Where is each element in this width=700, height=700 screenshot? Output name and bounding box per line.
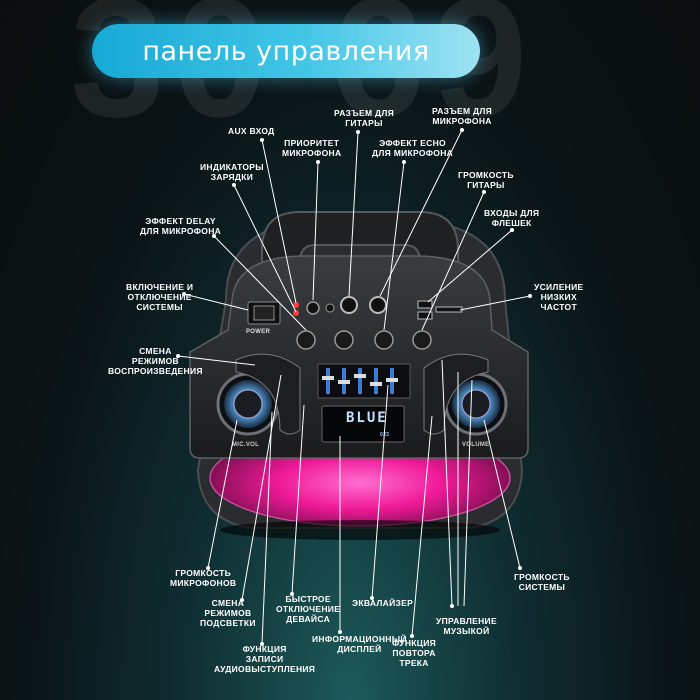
label-echo-effect: ЭФФЕКТ ECHO ДЛЯ МИКРОФОНА xyxy=(372,138,454,158)
label-quick-off: БЫСТРОЕ ОТКЛЮЧЕНИЕ ДЕВАЙСА xyxy=(276,594,341,624)
power-switch xyxy=(247,301,281,325)
button-arcs xyxy=(235,353,489,435)
label-music-control: УПРАВЛЕНИЕ МУЗЫКОЙ xyxy=(436,616,497,636)
label-usb-inputs: ВХОДЫ ДЛЯ ФЛЕШЕК xyxy=(484,208,540,228)
label-guitar-volume: ГРОМКОСТЬ ГИТАРЫ xyxy=(458,170,514,190)
label-mic-priority: ПРИОРИТЕТ МИКРОФОНА xyxy=(282,138,342,158)
label-power-switch: ВКЛЮЧЕНИЕ И ОТКЛЮЧЕНИЕ СИСТЕМЫ xyxy=(126,282,194,312)
label-delay-effect: ЭФФЕКТ DELAY ДЛЯ МИКРОФОНА xyxy=(140,216,222,236)
mic-vol-text: MIC.VOL xyxy=(232,442,260,448)
title-banner: панель управления xyxy=(92,24,480,78)
page-title: панель управления xyxy=(142,35,430,67)
volume-text: VOLUME xyxy=(462,442,490,448)
system-volume-ring xyxy=(444,372,508,436)
label-info-display: ИНФОРМАЦИОННЫЙ ДИСПЛЕЙ xyxy=(312,634,407,654)
label-mic-jack: РАЗЪЕМ ДЛЯ МИКРОФОНА xyxy=(432,106,493,126)
label-repeat-function: ФУНКЦИЯ ПОВТОРА ТРЕКА xyxy=(392,638,437,668)
label-light-mode: СМЕНА РЕЖИМОВ ПОДСВЕТКИ xyxy=(200,598,256,628)
label-system-volume: ГРОМКОСТЬ СИСТЕМЫ xyxy=(514,572,570,592)
label-record-function: ФУНКЦИЯ ЗАПИСИ АУДИОВЫСТУПЛЕНИЯ xyxy=(214,644,316,674)
display-text: bLUE xyxy=(346,410,388,426)
label-charge-indicators: ИНДИКАТОРЫ ЗАРЯДКИ xyxy=(200,162,264,182)
label-mic-volume: ГРОМКОСТЬ МИКРОФОНОВ xyxy=(170,568,237,588)
label-aux-input: AUX ВХОД xyxy=(228,126,275,136)
power-text: POWER xyxy=(246,329,271,335)
label-guitar-jack: РАЗЪЕМ ДЛЯ ГИТАРЫ xyxy=(334,108,395,128)
label-bass-boost: УСИЛЕНИЕ НИЗКИХ ЧАСТОТ xyxy=(534,282,584,312)
effect-knobs xyxy=(296,330,432,350)
label-equalizer: ЭКВАЛАЙЗЕР xyxy=(352,598,414,608)
speaker-base-shadow xyxy=(220,520,500,540)
mic-volume-ring xyxy=(216,372,280,436)
equalizer-sliders xyxy=(317,363,411,399)
label-playback-mode: СМЕНА РЕЖИМОВ ВОСПРОИЗВЕДЕНИЯ xyxy=(108,346,203,376)
info-display xyxy=(321,405,405,443)
top-jacks xyxy=(293,296,463,320)
